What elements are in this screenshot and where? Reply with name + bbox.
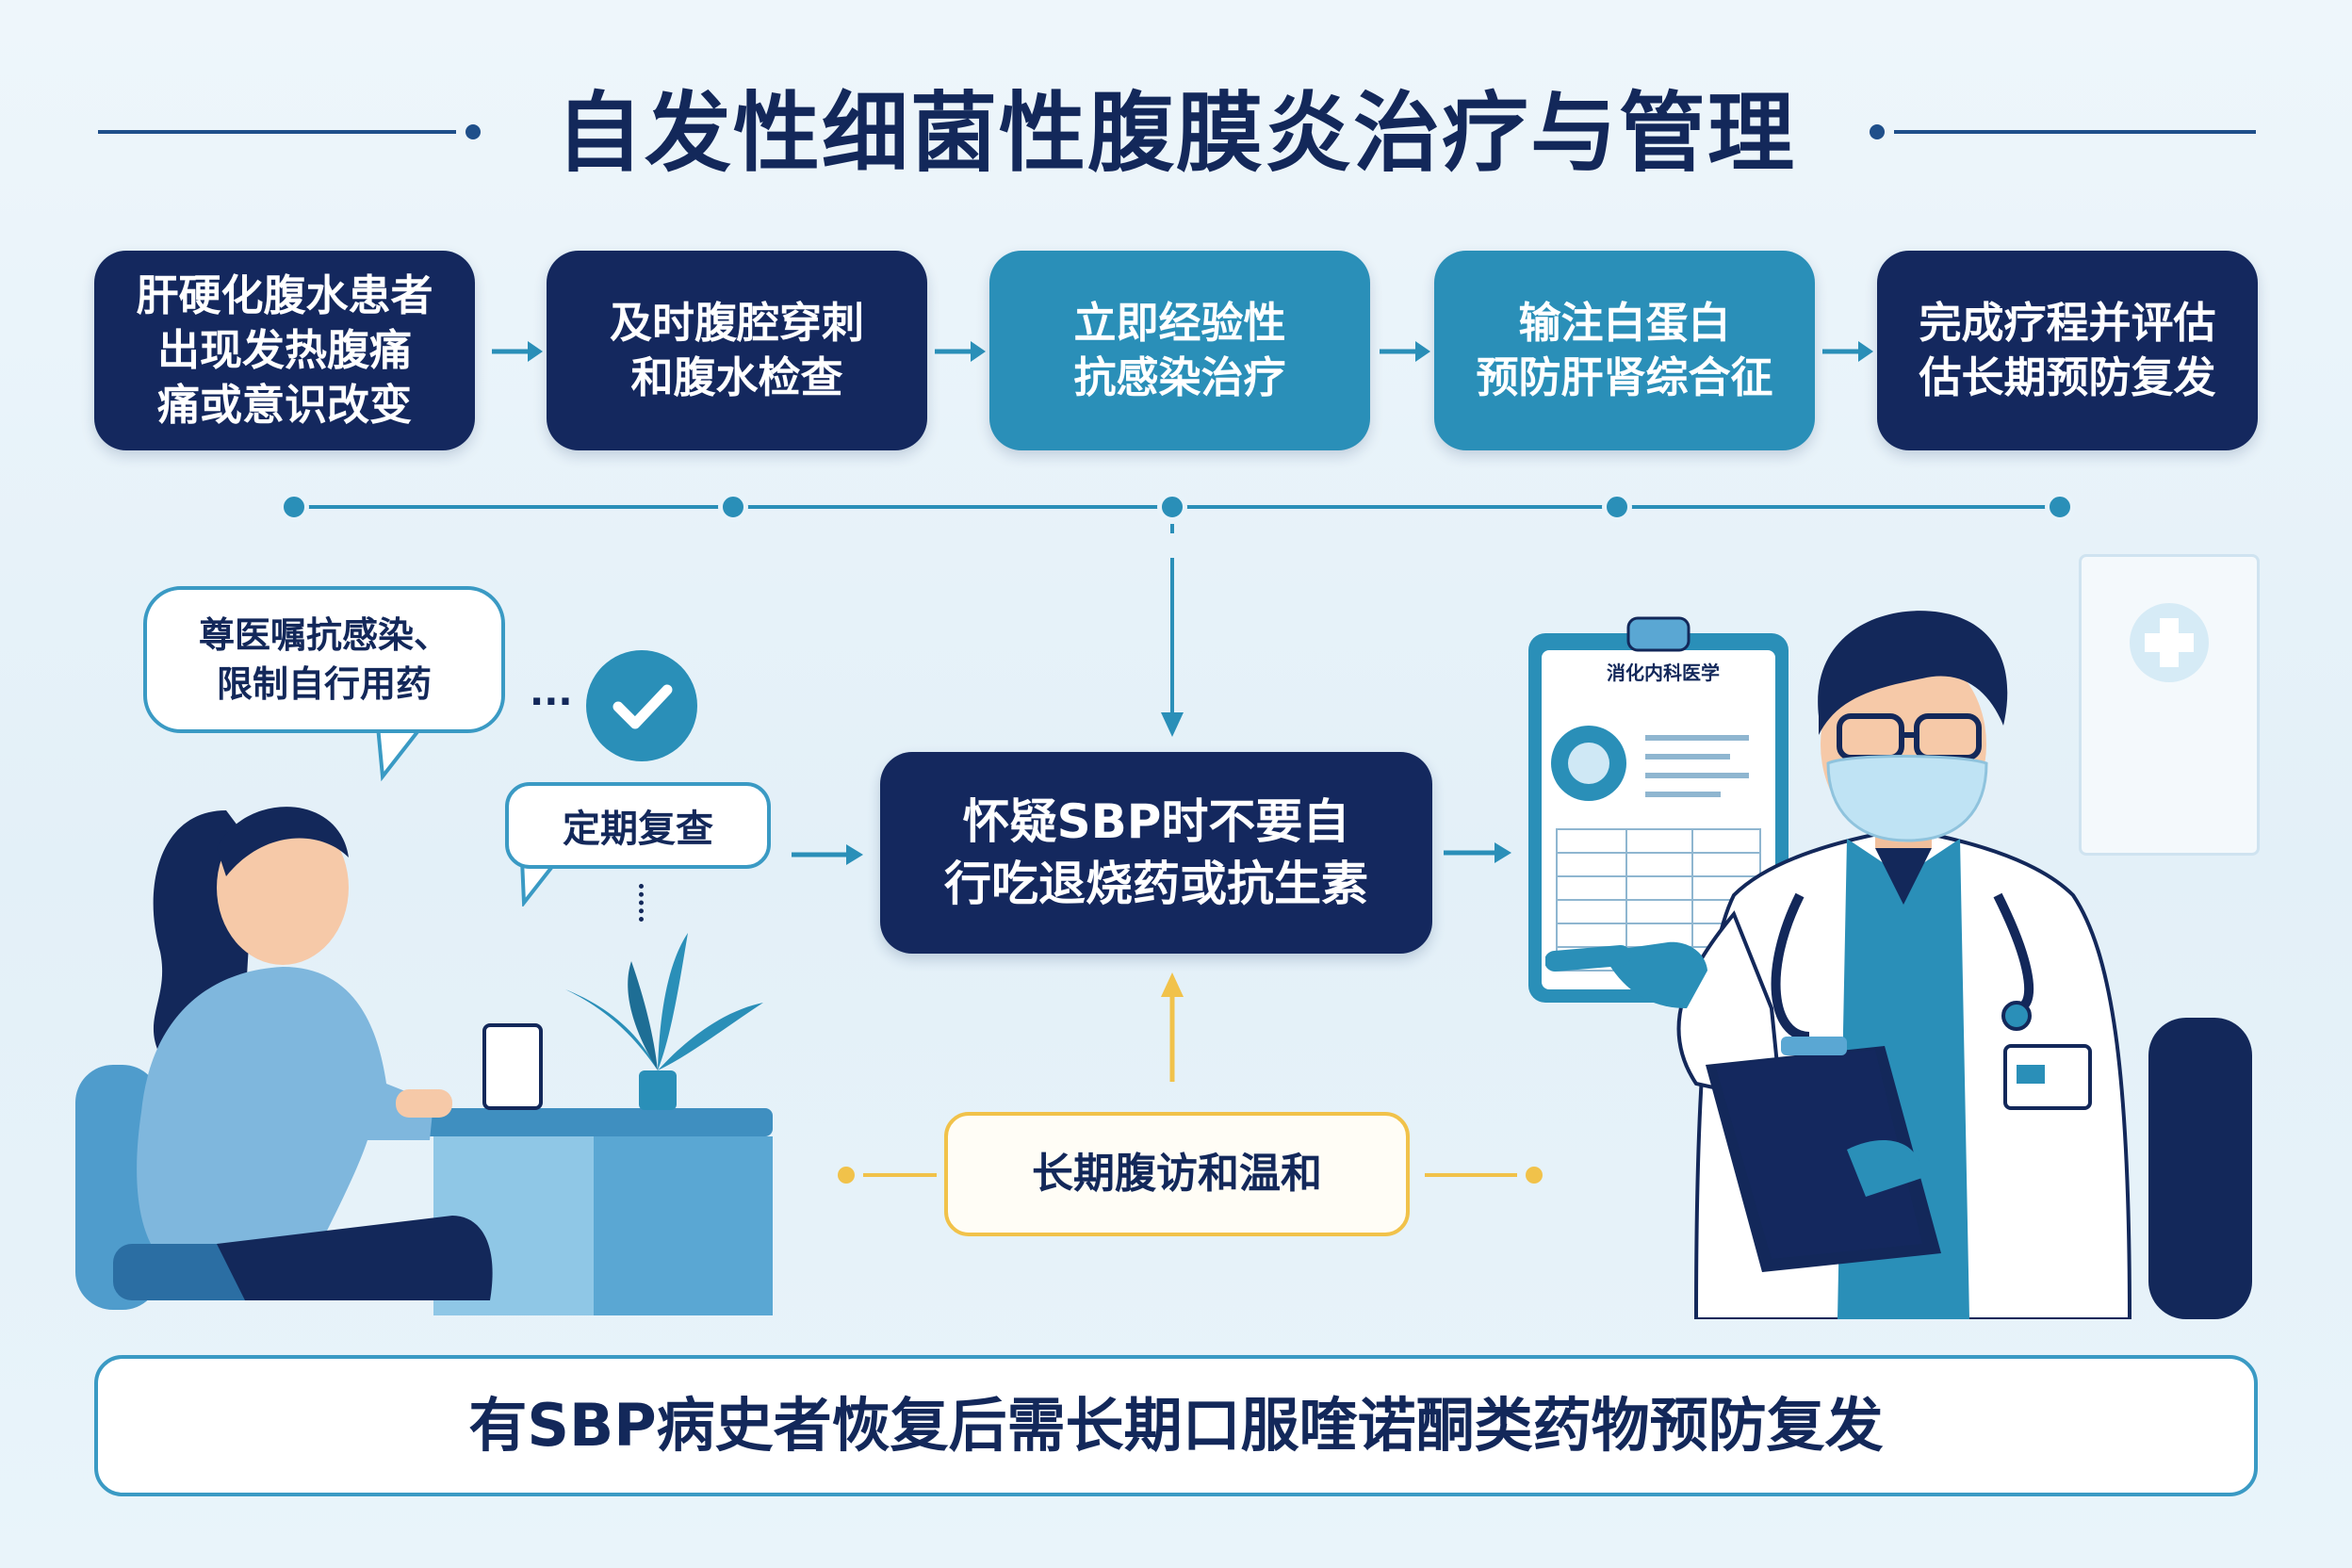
dotted-connector xyxy=(639,884,645,922)
step-2-paracentesis: 及时腹腔穿刺 和腹水检查 xyxy=(547,251,927,450)
medical-report-clipboard xyxy=(1528,616,1788,1003)
title-rule-right xyxy=(1894,130,2256,134)
timeline-dot xyxy=(1157,492,1187,522)
bottom-note: 有SBP病史者恢复后需长期口服喹诺酮类药物预防复发 xyxy=(94,1355,2258,1496)
arrow-right-icon xyxy=(1380,341,1430,362)
step-4-albumin: 输注白蛋白 预防肝肾综合征 xyxy=(1434,251,1815,450)
arrow-right-icon xyxy=(935,341,986,362)
clipboard-title: 消化内科医学 xyxy=(1607,662,1720,684)
advice-bubble: 尊医嘱抗感染、 限制自行用药 xyxy=(143,586,505,733)
arrow-down-icon xyxy=(1161,524,1184,737)
arrow-right-icon xyxy=(1444,842,1511,863)
title-dot-left xyxy=(466,124,481,139)
timeline-dot xyxy=(1602,492,1632,522)
checkup-bubble: 定期复查 xyxy=(505,782,771,869)
medical-cross-icon xyxy=(2130,603,2209,682)
arrow-up-icon xyxy=(1161,972,1184,1082)
followup-box: 长期腹访和温和 xyxy=(944,1112,1410,1236)
timeline-dot xyxy=(2045,492,2075,522)
center-warning-box: 怀疑SBP时不要自 行吃退烧药或抗生素 xyxy=(880,752,1432,954)
followup-connector-left xyxy=(838,1167,937,1184)
doctor-illustration xyxy=(1545,611,2252,1319)
check-icon xyxy=(586,650,697,761)
arrow-right-icon xyxy=(792,844,863,865)
title-dot-right xyxy=(1870,124,1885,139)
patient-illustration xyxy=(75,807,773,1315)
page-title: 自发性细菌性腹膜炎治疗与管理 xyxy=(555,83,1796,184)
step-3-antibiotics: 立即经验性 抗感染治疗 xyxy=(989,251,1370,450)
timeline-dot xyxy=(279,492,309,522)
timeline-dot xyxy=(718,492,748,522)
title-rule-left xyxy=(98,130,456,134)
arrow-right-icon xyxy=(1822,341,1873,362)
step-1-symptoms: 肝硬化腹水患者 出现发热腹痛 痛或意识改变 xyxy=(94,251,475,450)
step-5-prevention: 完成疗程并评估 估长期预防复发 xyxy=(1877,251,2258,450)
followup-connector-right xyxy=(1425,1167,1543,1184)
arrow-right-icon xyxy=(492,341,543,362)
ellipsis: ··· xyxy=(530,680,573,724)
